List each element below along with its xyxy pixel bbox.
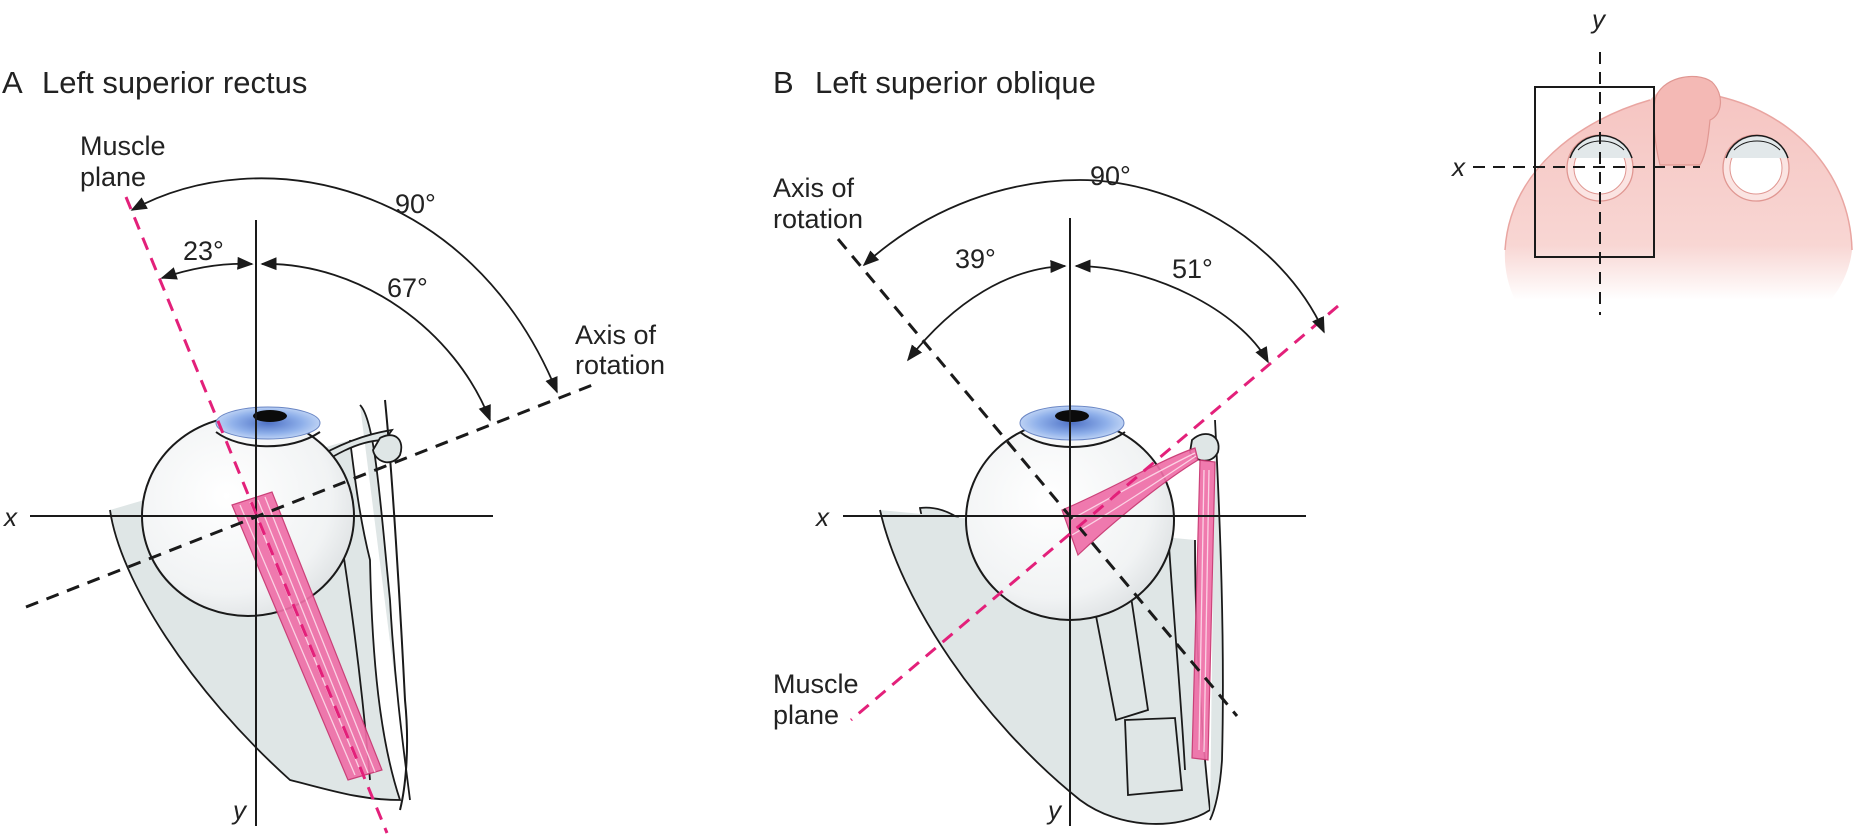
panel-a-angle-total: 90° <box>395 189 436 219</box>
panel-a-trochlea <box>372 434 403 464</box>
panel-a-arc-67 <box>260 257 491 422</box>
inset-x-label: x <box>1450 152 1466 182</box>
panel-a: A Left superior rectus <box>2 65 665 834</box>
panel-b-axis-label-2: rotation <box>773 204 863 234</box>
panel-a-y-label: y <box>231 795 248 825</box>
panel-a-angle-small: 23° <box>183 236 224 266</box>
panel-a-axis-label-2: rotation <box>575 350 665 380</box>
panel-b-x-label: x <box>814 502 830 532</box>
panel-b-axis-of-rotation-line <box>836 238 1239 717</box>
nose-icon <box>1653 75 1721 166</box>
panel-b-arc-90 <box>862 179 1325 334</box>
panel-a-pupil <box>253 410 287 422</box>
panel-a-angle-large: 67° <box>387 273 428 303</box>
panel-b-muscle-plane-label-2: plane <box>773 700 839 730</box>
panel-b-y-label: y <box>1046 795 1063 825</box>
panel-b-arc-39 <box>907 260 1067 362</box>
panel-b-letter: B <box>773 65 794 100</box>
panel-a-muscle-plane-label-1: Muscle <box>80 131 166 161</box>
panel-b-muscle-plane-line <box>850 304 1339 722</box>
face-skin <box>1504 80 1852 300</box>
panel-b-angle-large: 51° <box>1172 254 1213 284</box>
panel-a-axis-of-rotation-line <box>25 382 596 609</box>
inset-right-eye <box>1722 134 1790 202</box>
panel-a-arc-90 <box>130 177 558 394</box>
panel-a-muscle-plane-label-2: plane <box>80 162 146 192</box>
panel-b-muscle-plane-label-1: Muscle <box>773 669 859 699</box>
panel-b-axis-label-1: Axis of <box>773 173 855 203</box>
inset-face-view: x y <box>1450 4 1853 315</box>
panel-b: B Left superior oblique <box>773 65 1339 826</box>
panel-b-pupil <box>1055 410 1089 422</box>
panel-b-iris <box>1019 405 1125 441</box>
panel-a-x-label: x <box>2 502 18 532</box>
panel-a-axis-label-1: Axis of <box>575 320 657 350</box>
panel-b-title: Left superior oblique <box>815 65 1096 100</box>
panel-a-title: Left superior rectus <box>42 65 307 100</box>
panel-a-letter: A <box>2 65 23 100</box>
panel-b-angle-total: 90° <box>1090 161 1131 191</box>
panel-b-angle-small: 39° <box>955 244 996 274</box>
inset-selection-box <box>1534 86 1655 258</box>
inset-y-label: y <box>1590 4 1607 34</box>
